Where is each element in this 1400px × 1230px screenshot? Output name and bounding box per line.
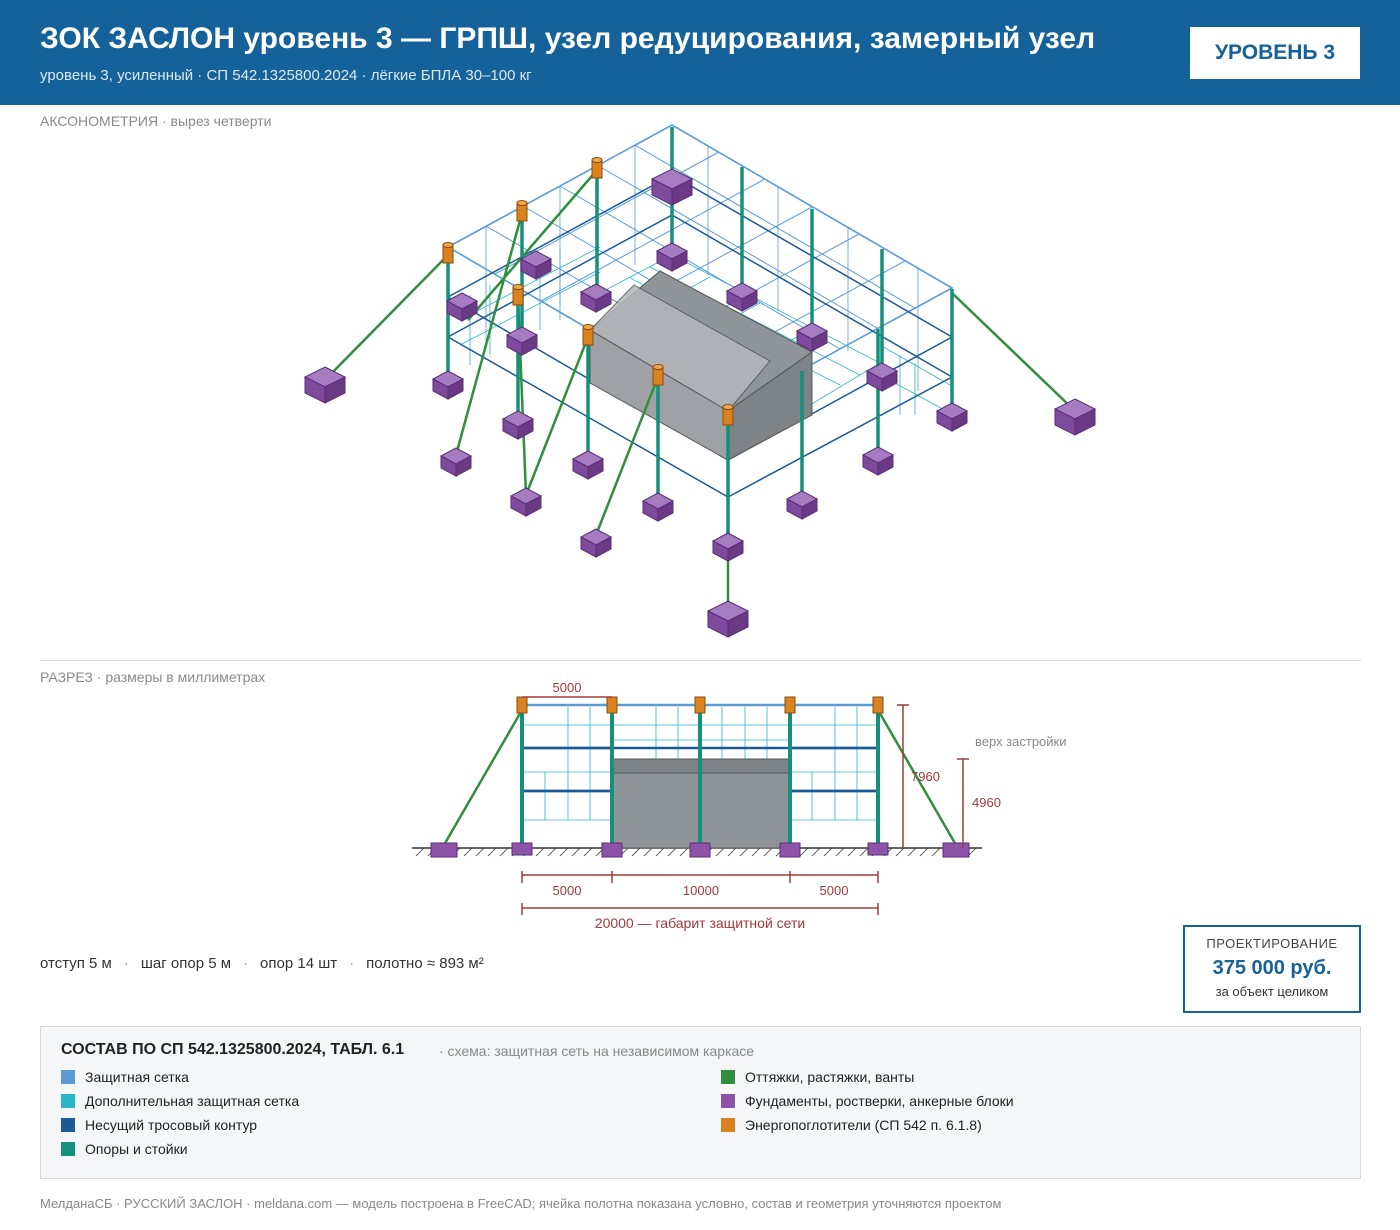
section-absorbers xyxy=(516,696,884,714)
page-title: ЗОК ЗАСЛОН уровень 3 — ГРПШ, узел редуци… xyxy=(40,22,1096,55)
section-supports xyxy=(520,705,880,845)
legend-swatch xyxy=(721,1070,735,1084)
legend-swatch xyxy=(61,1070,75,1084)
supports xyxy=(446,127,954,543)
level-badge: УРОВЕНЬ 3 xyxy=(1190,27,1360,79)
legend-item-label: Энергопоглотители (СП 542 п. 6.1.8) xyxy=(745,1117,982,1133)
legend-title: СОСТАВ ПО СП 542.1325800.2024, ТАБЛ. 6.1 xyxy=(61,1041,405,1058)
price-label: ПРОЕКТИРОВАНИЕ xyxy=(1206,936,1338,951)
header: ЗОК ЗАСЛОН уровень 3 — ГРПШ, узел редуци… xyxy=(0,0,1400,105)
axonometry-title: АКСОНОМЕТРИЯ xyxy=(40,113,159,129)
legend: СОСТАВ ПО СП 542.1325800.2024, ТАБЛ. 6.1… xyxy=(40,1026,1361,1179)
legend-swatch xyxy=(721,1118,735,1132)
dim-height-building: 4960 xyxy=(972,795,1001,810)
legend-swatch xyxy=(61,1118,75,1132)
section-drawing: 5000 7960 4960 верх застройки 5000 10000… xyxy=(412,680,1067,931)
stat-area: полотно ≈ 893 м² xyxy=(366,955,484,972)
protected-building xyxy=(589,270,813,461)
axonometry-drawing xyxy=(304,124,1096,638)
legend-item-label: Дополнительная защитная сетка xyxy=(85,1093,300,1109)
dim-height-total: 7960 xyxy=(911,769,940,784)
legend-item-label: Фундаменты, ростверки, анкерные блоки xyxy=(745,1093,1014,1109)
section-foundations xyxy=(430,842,970,858)
legend-item-label: Несущий тросовый контур xyxy=(85,1117,258,1133)
price-note: за объект целиком xyxy=(1215,984,1329,999)
legend-item-foundations: Фундаменты, ростверки, анкерные блоки xyxy=(721,1093,1014,1109)
legend-item-guy-lines: Оттяжки, растяжки, ванты xyxy=(721,1069,914,1085)
section-net xyxy=(522,707,878,821)
legend-item-label: Защитная сетка xyxy=(85,1069,189,1085)
legend-item-cable-contour: Несущий тросовый контур xyxy=(61,1117,257,1133)
price-value: 375 000 руб. xyxy=(1212,957,1332,979)
dim-bottom-1: 5000 xyxy=(553,883,582,898)
section-label: РАЗРЕЗ · размеры в миллиметрах xyxy=(40,669,265,685)
page-subtitle: уровень 3, усиленный · СП 542.1325800.20… xyxy=(40,67,532,84)
legend-swatch xyxy=(61,1094,75,1108)
legend-swatch xyxy=(721,1094,735,1108)
legend-item-supports: Опоры и стойки xyxy=(61,1141,188,1157)
section-divider xyxy=(40,660,1361,661)
dim-total: 20000 — габарит защитной сети xyxy=(595,915,805,931)
legend-item-additional-net: Дополнительная защитная сетка xyxy=(61,1093,299,1109)
section-dimensions xyxy=(521,696,969,915)
stats-line: отступ 5 м·шаг опор 5 м·опор 14 шт·полот… xyxy=(40,955,484,972)
footer: МелданаСБ · РУССКИЙ ЗАСЛОН · meldana.com… xyxy=(40,1196,1002,1211)
legend-note: · схема: защитная сеть на независимом ка… xyxy=(439,1043,755,1059)
dim-top: 5000 xyxy=(553,680,582,695)
legend-item-absorbers: Энергопоглотители (СП 542 п. 6.1.8) xyxy=(721,1117,982,1133)
stat-supports: опор 14 шт xyxy=(260,955,338,972)
axonometry-label: АКСОНОМЕТРИЯ · вырез четверти xyxy=(40,113,271,129)
section-note: · размеры в миллиметрах xyxy=(96,669,266,685)
legend-item-label: Оттяжки, растяжки, ванты xyxy=(745,1069,915,1085)
price-box: ПРОЕКТИРОВАНИЕ 375 000 руб. за объект це… xyxy=(1183,925,1361,1013)
label-top-building: верх застройки xyxy=(975,734,1067,749)
dim-bottom-3: 5000 xyxy=(820,883,849,898)
legend-item-label: Опоры и стойки xyxy=(85,1141,188,1157)
axonometry-note: · вырез четверти xyxy=(161,113,272,129)
legend-swatch xyxy=(61,1142,75,1156)
dim-bottom-2: 10000 xyxy=(683,883,719,898)
section-title: РАЗРЕЗ xyxy=(40,669,93,685)
guy-lines xyxy=(324,169,1076,615)
stat-step: шаг опор 5 м xyxy=(140,955,232,972)
stat-offset: отступ 5 м xyxy=(40,955,112,972)
legend-item-protective-net: Защитная сетка xyxy=(61,1069,189,1085)
